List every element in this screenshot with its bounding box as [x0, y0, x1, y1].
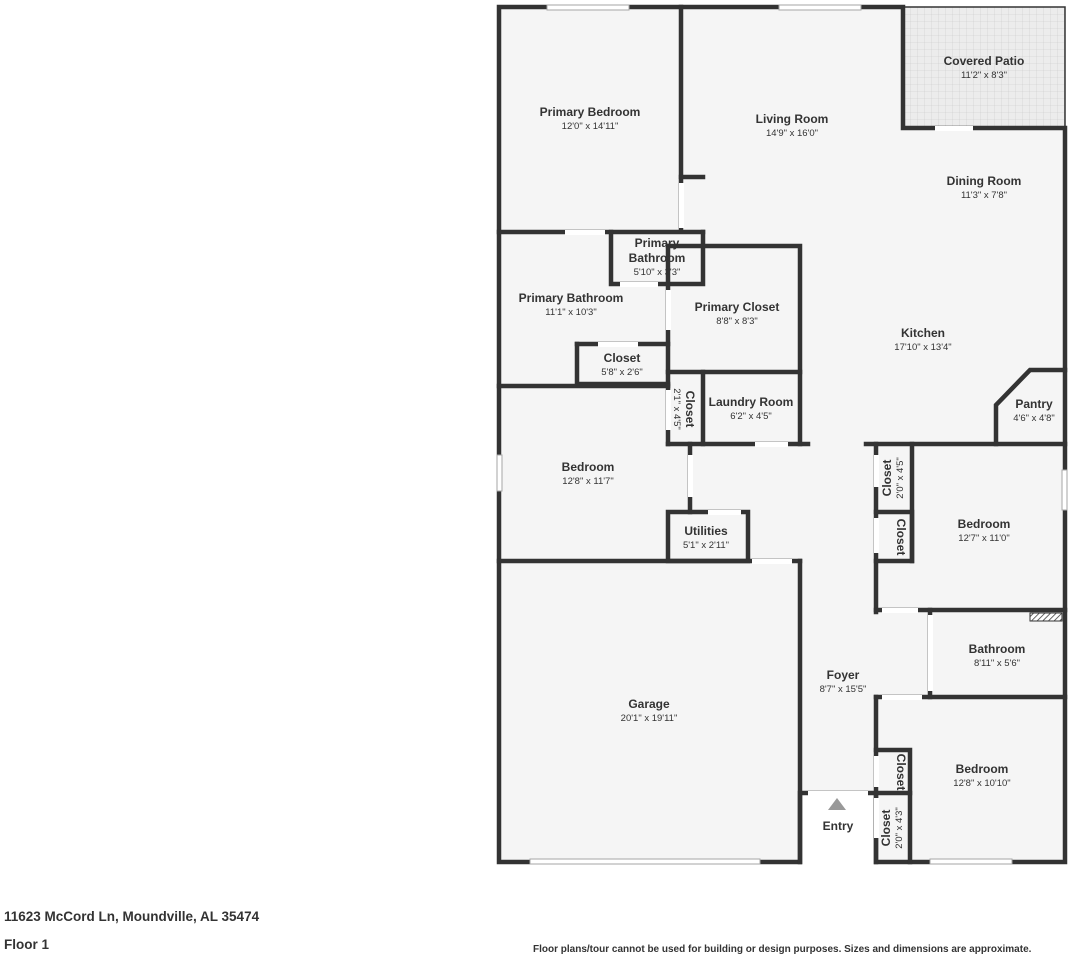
room-bathroom-dims: 8'11" x 5'6" [974, 658, 1020, 669]
room-primary-closet-dims: 8'8" x 8'3" [716, 316, 758, 327]
door-openings [565, 126, 973, 838]
room-covered-patio-dims: 11'2" x 8'3" [961, 70, 1007, 81]
room-primary-bathroom-dims: 11'1" x 10'3" [545, 307, 596, 318]
room-utilities-name: Utilities [684, 524, 728, 538]
room-kitchen-dims: 17'10" x 13'4" [894, 342, 951, 353]
stair-hatch [1029, 612, 1063, 622]
patio-floor [903, 7, 1065, 128]
room-living-room-dims: 14'9" x 16'0" [766, 128, 818, 139]
room-labels: Primary Bedroom 12'0" x 14'11" Living Ro… [519, 54, 1055, 849]
room-closet-f-name: Closet [879, 810, 893, 847]
room-closet-b-name: Closet [683, 391, 697, 428]
room-garage-name: Garage [628, 697, 670, 711]
room-bedroom-south-dims: 12'8" x 10'10" [953, 778, 1010, 789]
room-primary-bedroom-name: Primary Bedroom [540, 105, 641, 119]
room-bedroom-west-name: Bedroom [562, 460, 615, 474]
room-closet-e-name: Closet [894, 754, 908, 791]
room-pantry-dims: 4'6" x 4'8" [1013, 413, 1055, 424]
entry-arrow-icon [828, 798, 846, 810]
windows [496, 4, 1068, 865]
room-utilities-dims: 5'1" x 2'11" [683, 540, 729, 551]
room-garage-dims: 20'1" x 19'11" [621, 713, 678, 724]
floor-plan: Primary Bedroom 12'0" x 14'11" Living Ro… [496, 4, 1068, 865]
room-laundry-room-dims: 6'2" x 4'5" [730, 411, 772, 422]
room-closet-f-dims: 2'0" x 4'3" [894, 807, 905, 849]
room-primary-bathroom-small-name-line2: Bathroom [629, 251, 686, 265]
floor-label: Floor 1 [4, 937, 50, 952]
room-pantry-name: Pantry [1015, 397, 1053, 411]
room-closet-c-name: Closet [880, 460, 894, 497]
room-closet-c-dims: 2'0" x 4'5" [895, 457, 906, 499]
room-bedroom-west-dims: 12'8" x 11'7" [562, 476, 613, 487]
room-living-room-name: Living Room [756, 112, 829, 126]
room-closet-a-dims: 5'8" x 2'6" [601, 367, 643, 378]
interior-floor [499, 7, 1065, 862]
room-primary-closet-name: Primary Closet [695, 300, 780, 314]
room-foyer-name: Foyer [827, 668, 860, 682]
room-closet-d-name: Closet [894, 519, 908, 556]
room-dining-room-name: Dining Room [947, 174, 1022, 188]
room-primary-bathroom-small-name-line1: Primary [635, 236, 680, 250]
disclaimer-text: Floor plans/tour cannot be used for buil… [533, 944, 1032, 955]
room-bedroom-south-name: Bedroom [956, 762, 1009, 776]
room-covered-patio-name: Covered Patio [944, 54, 1025, 68]
room-primary-bathroom-small-dims: 5'10" x 3'3" [634, 267, 681, 278]
property-address: 11623 McCord Ln, Moundville, AL 35474 [4, 909, 260, 924]
entry-label: Entry [823, 819, 854, 833]
room-closet-b-dims: 2'1" x 4'5" [671, 388, 682, 430]
room-bedroom-east-dims: 12'7" x 11'0" [958, 533, 1009, 544]
room-closet-a-name: Closet [604, 351, 641, 365]
room-primary-bathroom-name: Primary Bathroom [519, 291, 624, 305]
room-laundry-room-name: Laundry Room [709, 395, 794, 409]
room-bedroom-east-name: Bedroom [958, 517, 1011, 531]
room-dining-room-dims: 11'3" x 7'8" [961, 190, 1007, 201]
room-bathroom-name: Bathroom [969, 642, 1026, 656]
room-kitchen-name: Kitchen [901, 326, 945, 340]
room-primary-bedroom-dims: 12'0" x 14'11" [562, 121, 619, 132]
room-foyer-dims: 8'7" x 15'5" [820, 684, 867, 695]
